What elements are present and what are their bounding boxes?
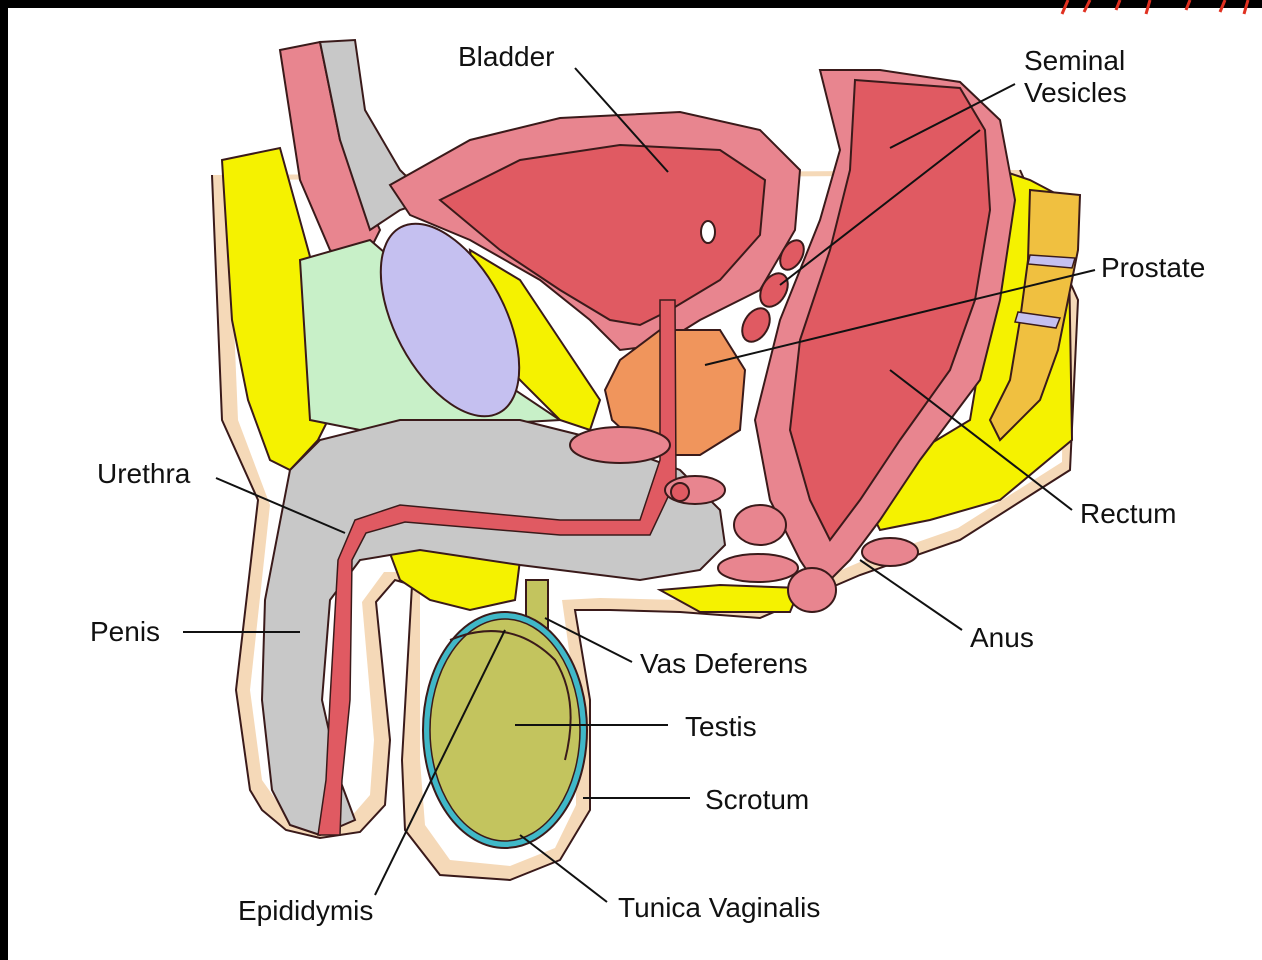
label-penis: Penis [90, 616, 160, 647]
label-bladder: Bladder [458, 41, 555, 72]
label-urethra: Urethra [97, 458, 191, 489]
label-prostate: Prostate [1101, 252, 1205, 283]
label-epididymis: Epididymis [238, 895, 373, 926]
label-tunica-vaginalis: Tunica Vaginalis [618, 892, 820, 923]
label-rectum: Rectum [1080, 498, 1176, 529]
label-scrotum: Scrotum [705, 784, 809, 815]
label-testis: Testis [685, 711, 757, 742]
testis-body [430, 619, 580, 841]
label-anus: Anus [970, 622, 1034, 653]
ureter-orifice [701, 221, 715, 243]
label-vas-deferens: Vas Deferens [640, 648, 808, 679]
label-seminal-vesicles-line1: Seminal [1024, 45, 1125, 76]
label-seminal-vesicles-line2: Vesicles [1024, 77, 1127, 108]
